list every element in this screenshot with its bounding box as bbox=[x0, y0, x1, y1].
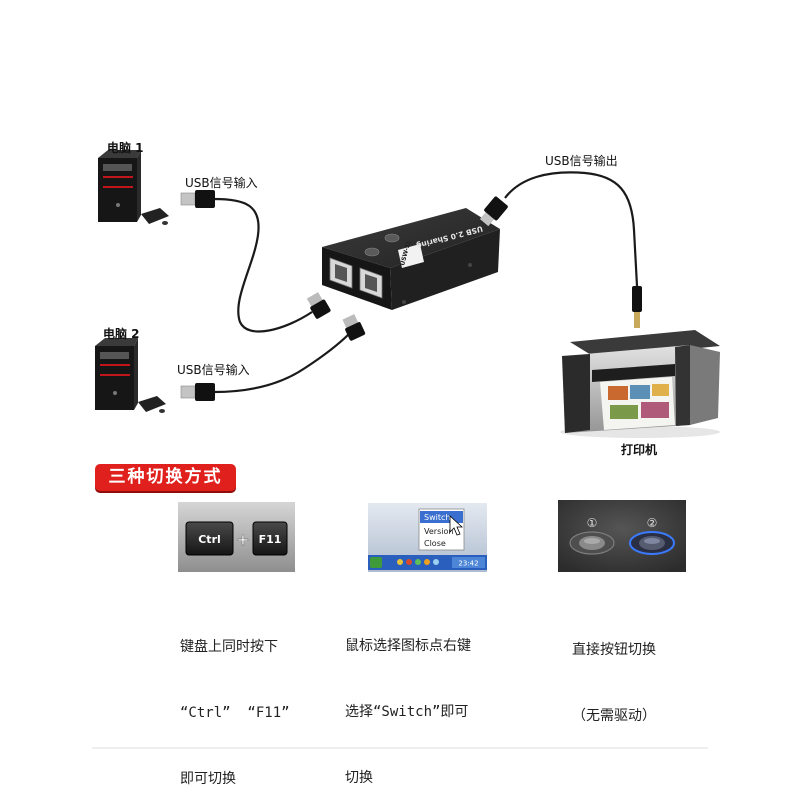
hardware-button-panel: ① ② bbox=[558, 500, 686, 572]
taskbar-clock: 23:42 bbox=[458, 560, 478, 568]
mouse-cursor-icon bbox=[449, 515, 464, 536]
method-1-caption-line-3: 即可切换 bbox=[180, 771, 236, 787]
menu-item-switch: Switch bbox=[424, 513, 450, 522]
method-2-caption-line-2: 选择“Switch”即可 bbox=[345, 704, 469, 720]
method-1-caption-line-2: “Ctrl” “F11” bbox=[180, 705, 290, 721]
printer-cable-plug bbox=[632, 286, 642, 328]
method-3-caption-line-1: 直接按钮切换 bbox=[572, 642, 656, 658]
method-3-caption-line-2: （无需驱动） bbox=[572, 708, 656, 724]
menu-item-close: Close bbox=[424, 539, 446, 548]
method-2-caption: 鼠标选择图标点右键 选择“Switch”即可 切换 bbox=[345, 591, 471, 811]
ctrl-key bbox=[185, 521, 234, 556]
pc1-label: 电脑 1 bbox=[107, 140, 144, 155]
cable-pc2 bbox=[213, 332, 351, 394]
f11-key-label: F11 bbox=[259, 533, 282, 546]
computer-2 bbox=[95, 338, 166, 413]
usb-a-plug-pc2 bbox=[180, 383, 215, 401]
plus-sign: + bbox=[236, 530, 249, 549]
switch-methods-badge: 三种切换方式 bbox=[95, 464, 236, 491]
usb-b-plug-1 bbox=[306, 292, 331, 319]
pc2-label: 电脑 2 bbox=[103, 326, 140, 341]
button-2-number: ② bbox=[647, 516, 658, 530]
ctrl-key-label: Ctrl bbox=[198, 533, 221, 546]
usb-input-label-1: USB信号输入 bbox=[185, 175, 258, 190]
printer-label: 打印机 bbox=[621, 442, 657, 457]
printer bbox=[560, 330, 720, 438]
usb-b-plug-2 bbox=[342, 314, 366, 341]
method-1-caption-line-1: 键盘上同时按下 bbox=[180, 639, 278, 655]
method-2-caption-line-1: 鼠标选择图标点右键 bbox=[345, 638, 471, 654]
f11-key bbox=[252, 521, 288, 556]
cable-printer bbox=[504, 171, 639, 287]
button-1-number: ① bbox=[587, 516, 598, 530]
method-1-caption: 键盘上同时按下 “Ctrl” “F11” 即可切换 bbox=[180, 592, 290, 812]
tray-menu-panel: Switch Version Close 23:42 bbox=[368, 503, 487, 572]
menu-item-version: Version bbox=[424, 527, 453, 536]
usb-a-plug-output bbox=[479, 196, 508, 227]
switch-button-top-1 bbox=[384, 233, 400, 243]
usb-input-label-2: USB信号输入 bbox=[177, 362, 250, 377]
method-2-caption-line-3: 切换 bbox=[345, 770, 373, 786]
usb-sharing-switch: USW-1I USB 2.0 Sharing bbox=[322, 208, 500, 310]
switch-button-top-2 bbox=[364, 247, 380, 257]
computer-1 bbox=[98, 150, 169, 225]
usb-a-plug-pc1 bbox=[180, 190, 215, 208]
method-3-caption: 直接按钮切换 （无需驱动） bbox=[572, 595, 656, 749]
cable-pc1 bbox=[213, 197, 313, 333]
keyboard-shortcut-panel: Ctrl + F11 bbox=[178, 502, 295, 572]
usb-output-label: USB信号输出 bbox=[545, 153, 618, 168]
